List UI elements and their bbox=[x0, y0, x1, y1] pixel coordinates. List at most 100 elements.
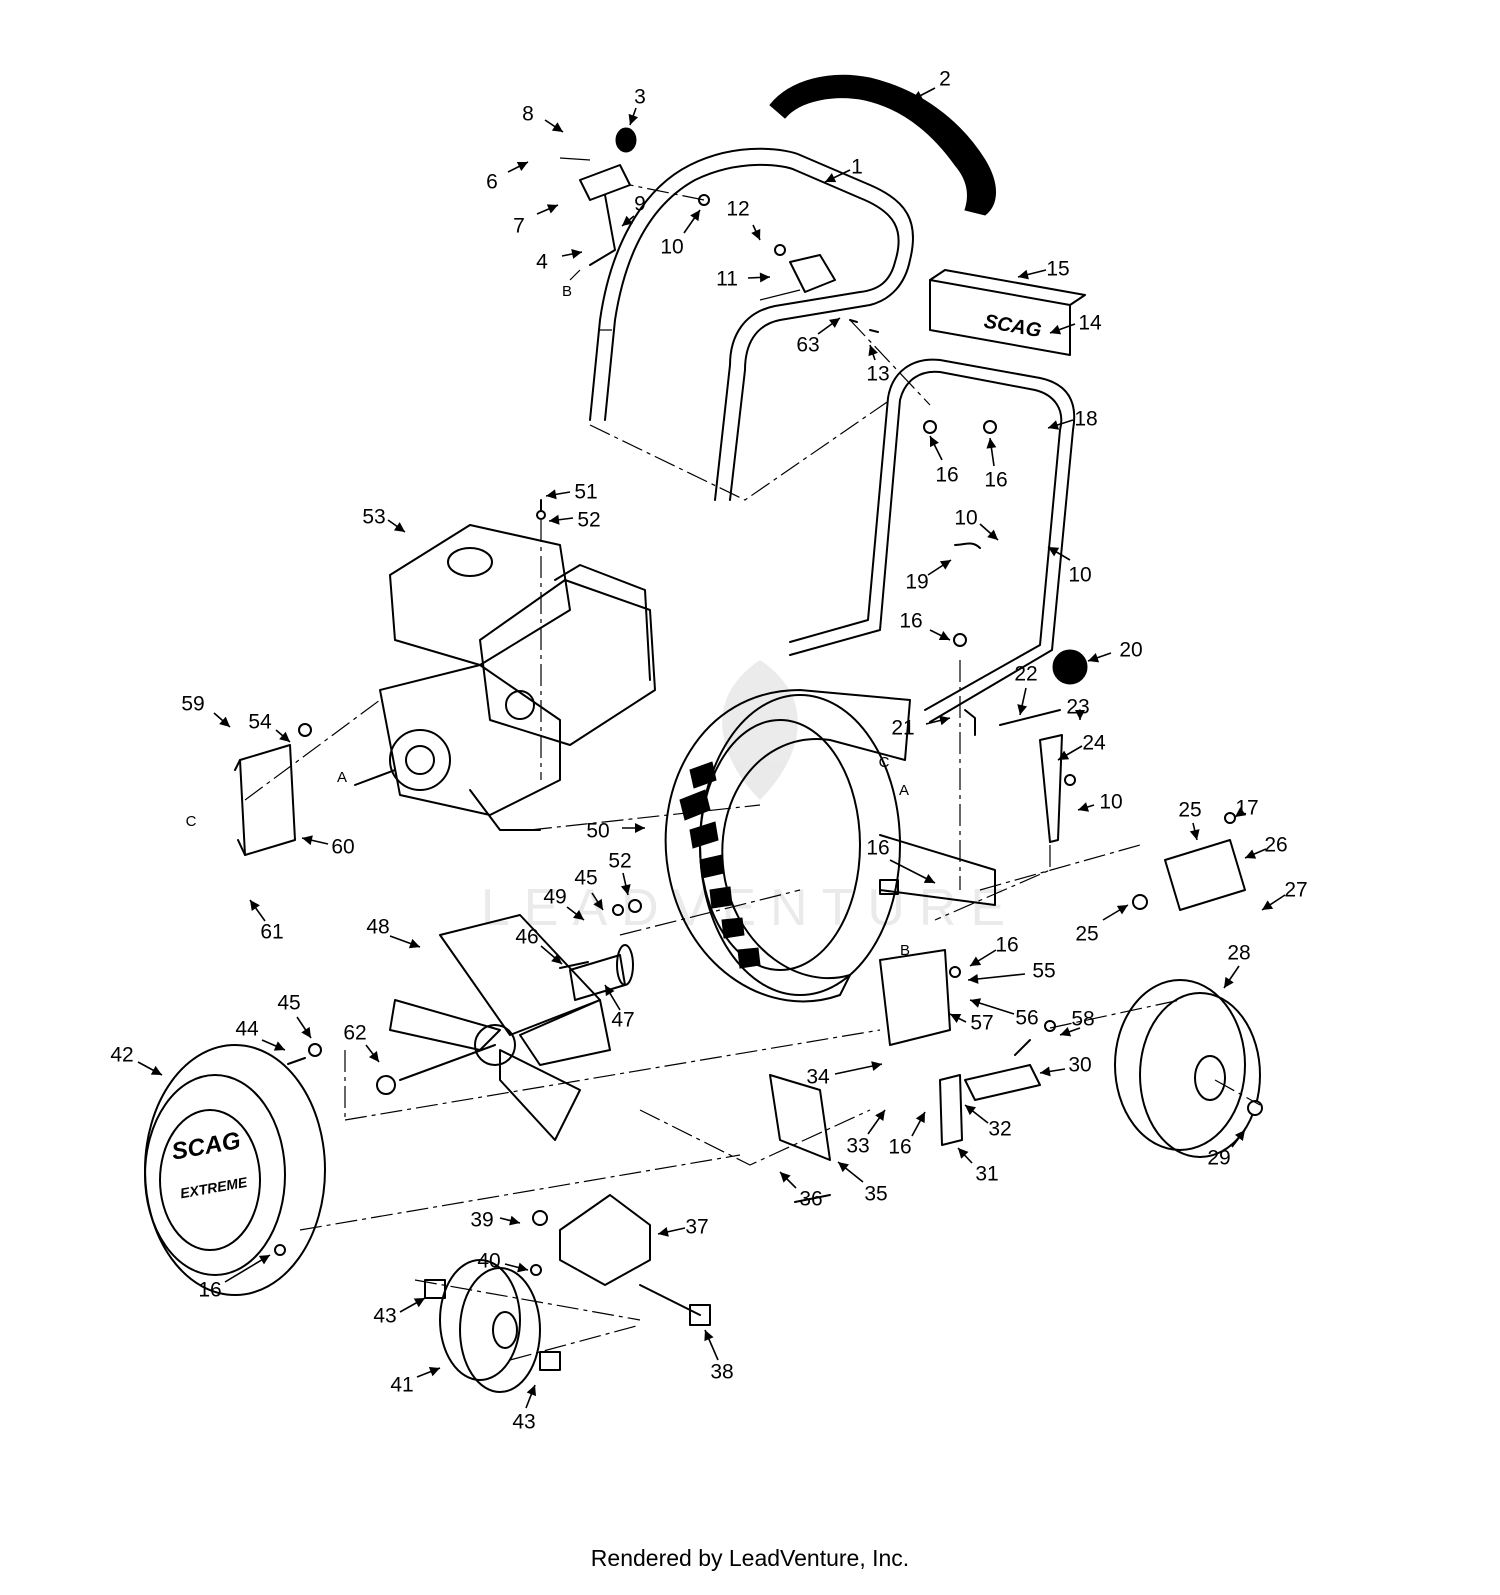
callout-label: 25 bbox=[1075, 923, 1098, 946]
callout-label: 8 bbox=[522, 103, 534, 126]
callout-label: 31 bbox=[975, 1163, 998, 1186]
callout-label: 6 bbox=[486, 171, 498, 194]
callout-label: 10 bbox=[660, 236, 683, 259]
callout-label: 56 bbox=[1015, 1007, 1038, 1030]
callout-label: 45 bbox=[574, 867, 597, 890]
reference-letter-a: A bbox=[337, 769, 347, 786]
callout-label: 13 bbox=[866, 363, 889, 386]
callout-label: 20 bbox=[1119, 639, 1142, 662]
callout-34: 34 bbox=[806, 1061, 883, 1089]
callout-2: 2 bbox=[911, 68, 951, 101]
callout-11: 11 bbox=[716, 268, 771, 291]
callout-25: 25 bbox=[1178, 799, 1202, 841]
callout-label: 10 bbox=[1099, 791, 1122, 814]
callout-16: 16 bbox=[888, 1111, 926, 1159]
callout-53: 53 bbox=[362, 506, 406, 533]
callout-label: 12 bbox=[726, 198, 749, 221]
callout-57: 57 bbox=[949, 1012, 994, 1035]
callout-label: 38 bbox=[710, 1361, 733, 1384]
callout-label: 10 bbox=[1068, 564, 1091, 587]
callout-label: 26 bbox=[1264, 834, 1287, 857]
reference-letter-b: B bbox=[900, 942, 910, 959]
callout-20: 20 bbox=[1087, 639, 1143, 663]
callout-60: 60 bbox=[301, 835, 355, 859]
caster-bracket bbox=[559, 1194, 711, 1326]
callout-label: 42 bbox=[110, 1044, 133, 1067]
callout-label: 16 bbox=[984, 469, 1007, 492]
reference-letter-b: B bbox=[562, 283, 572, 300]
callout-label: 32 bbox=[988, 1118, 1011, 1141]
callout-45: 45 bbox=[277, 992, 312, 1039]
callout-label: 44 bbox=[235, 1018, 259, 1041]
callout-label: 14 bbox=[1078, 312, 1102, 335]
callout-label: 16 bbox=[935, 464, 958, 487]
callout-10: 10 bbox=[1077, 791, 1123, 814]
lower-handle bbox=[789, 358, 1076, 723]
callout-label: 16 bbox=[866, 837, 889, 860]
callout-1: 1 bbox=[824, 156, 863, 183]
callout-label: 22 bbox=[1014, 663, 1037, 686]
hardware bbox=[274, 194, 1263, 1276]
reference-letter-a: A bbox=[899, 782, 909, 799]
callout-label: 21 bbox=[891, 717, 914, 740]
callout-10: 10 bbox=[1047, 546, 1092, 587]
callout-45: 45 bbox=[574, 867, 604, 911]
callout-label: 3 bbox=[634, 86, 646, 109]
reference-letter-c: C bbox=[186, 813, 197, 830]
callout-17: 17 bbox=[1234, 797, 1259, 820]
callout-13: 13 bbox=[866, 344, 890, 386]
callout-27: 27 bbox=[1261, 879, 1308, 911]
callout-23: 23 bbox=[1066, 696, 1090, 720]
callout-28: 28 bbox=[1223, 942, 1251, 989]
engine-guard bbox=[234, 744, 296, 856]
cover-brand-text: SCAG bbox=[170, 1127, 243, 1166]
callout-18: 18 bbox=[1047, 408, 1098, 431]
callout-label: 62 bbox=[343, 1022, 366, 1045]
callout-16: 16 bbox=[969, 934, 1019, 967]
callout-label: 53 bbox=[362, 506, 385, 529]
callout-16: 16 bbox=[929, 435, 959, 487]
callout-3: 3 bbox=[628, 86, 646, 126]
callout-label: 16 bbox=[899, 610, 922, 633]
callout-24: 24 bbox=[1057, 732, 1106, 761]
scag-plate: SCAG bbox=[929, 269, 1086, 356]
callout-22: 22 bbox=[1014, 663, 1038, 716]
throttle-bracket bbox=[559, 127, 637, 281]
callout-21: 21 bbox=[891, 715, 951, 740]
callout-label: 61 bbox=[260, 921, 283, 944]
callout-35: 35 bbox=[837, 1161, 888, 1206]
callout-55: 55 bbox=[967, 960, 1056, 984]
reference-letter-c: C bbox=[879, 754, 890, 771]
callout-label: 16 bbox=[888, 1136, 911, 1159]
callout-43: 43 bbox=[512, 1384, 537, 1434]
callout-label: 27 bbox=[1284, 879, 1307, 902]
handle-grip bbox=[769, 74, 996, 216]
callout-label: 48 bbox=[366, 916, 389, 939]
callout-32: 32 bbox=[964, 1104, 1012, 1141]
callout-26: 26 bbox=[1244, 834, 1288, 859]
callout-label: 9 bbox=[634, 193, 646, 216]
cover-model-text: EXTREME bbox=[179, 1174, 249, 1202]
callout-label: 63 bbox=[796, 334, 819, 357]
callout-46: 46 bbox=[515, 926, 563, 965]
callout-61: 61 bbox=[249, 899, 284, 944]
callout-label: 36 bbox=[799, 1188, 822, 1211]
callout-label: 24 bbox=[1082, 732, 1106, 755]
callout-label: 40 bbox=[477, 1250, 500, 1273]
callout-6: 6 bbox=[486, 161, 529, 194]
callout-16: 16 bbox=[198, 1254, 271, 1302]
callout-label: 11 bbox=[716, 268, 738, 291]
callout-9: 9 bbox=[621, 193, 646, 227]
callout-label: 52 bbox=[577, 509, 600, 532]
callout-label: 10 bbox=[954, 507, 977, 530]
callout-label: 55 bbox=[1032, 960, 1055, 983]
callout-47: 47 bbox=[604, 984, 635, 1032]
callout-label: 19 bbox=[905, 571, 928, 594]
callout-label: 7 bbox=[513, 215, 525, 238]
callout-label: 30 bbox=[1068, 1054, 1091, 1077]
callout-label: 47 bbox=[611, 1009, 634, 1032]
callout-16: 16 bbox=[984, 437, 1008, 492]
